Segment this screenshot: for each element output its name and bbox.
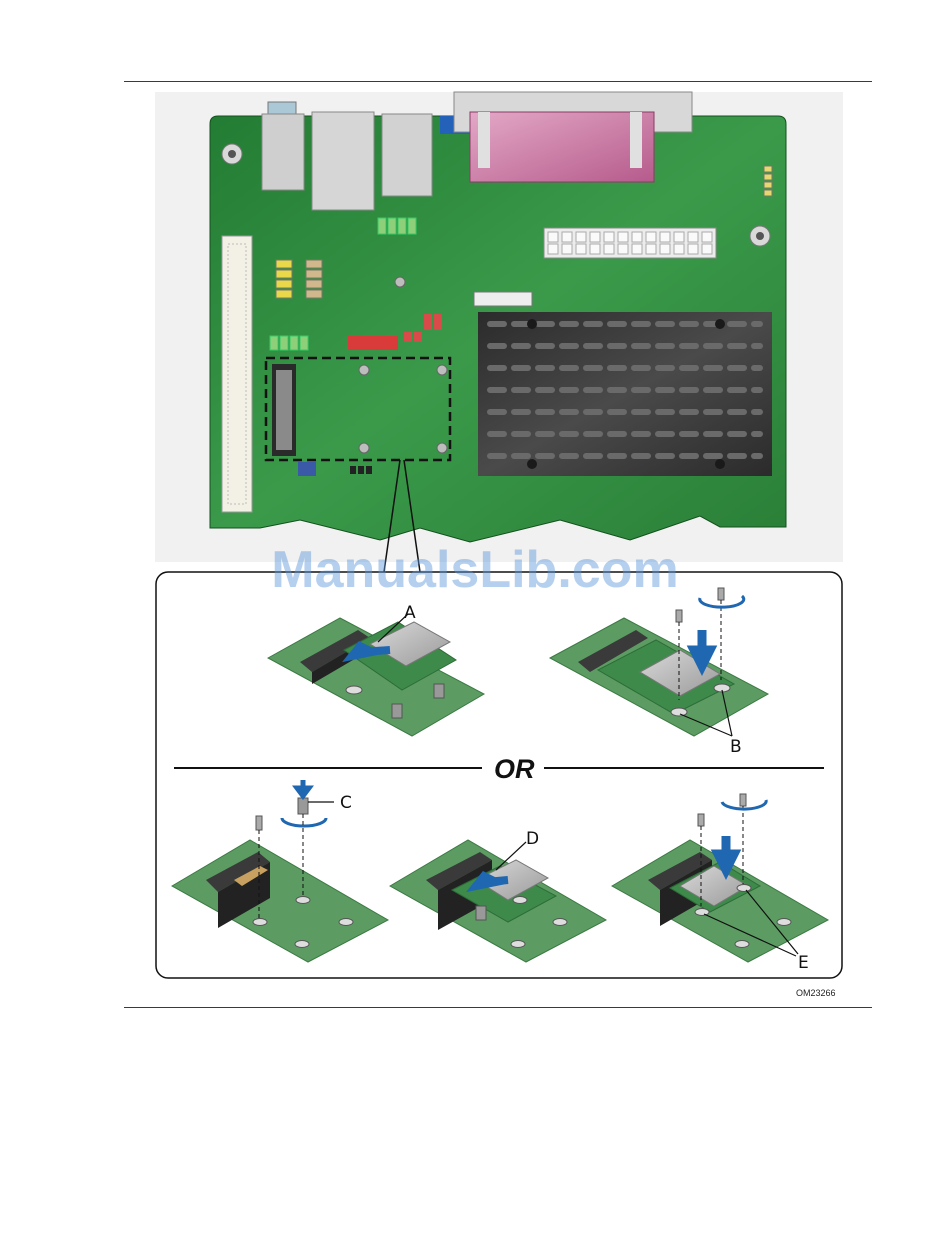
standoff-icon [476,906,486,920]
heatsink [478,312,772,476]
footer-rule [124,1007,872,1008]
pci-slot [222,236,252,512]
port-bracket [478,112,490,168]
rear-connector [312,112,374,210]
standoff-icon [298,798,308,814]
mounting-hole [222,144,242,164]
power-connector [544,228,716,258]
or-separator: OR [494,754,535,784]
callout-d: D [526,829,539,849]
callout-b: B [730,737,742,757]
mounting-hole [750,226,770,246]
fpc-connector [474,292,532,306]
port-bracket [630,112,642,168]
parallel-port [470,112,654,182]
callout-a: A [404,603,416,623]
push-arrow-icon [476,876,508,886]
callout-c: C [340,793,352,813]
figure-id: OM23266 [796,988,836,998]
small-header [350,466,372,474]
standoff-hole [395,277,405,287]
rear-connector [262,114,304,190]
rear-connector [382,114,432,196]
callout-e: E [798,953,809,973]
small-switch [298,462,316,476]
screw-icon [256,816,262,830]
red-header [348,336,398,350]
